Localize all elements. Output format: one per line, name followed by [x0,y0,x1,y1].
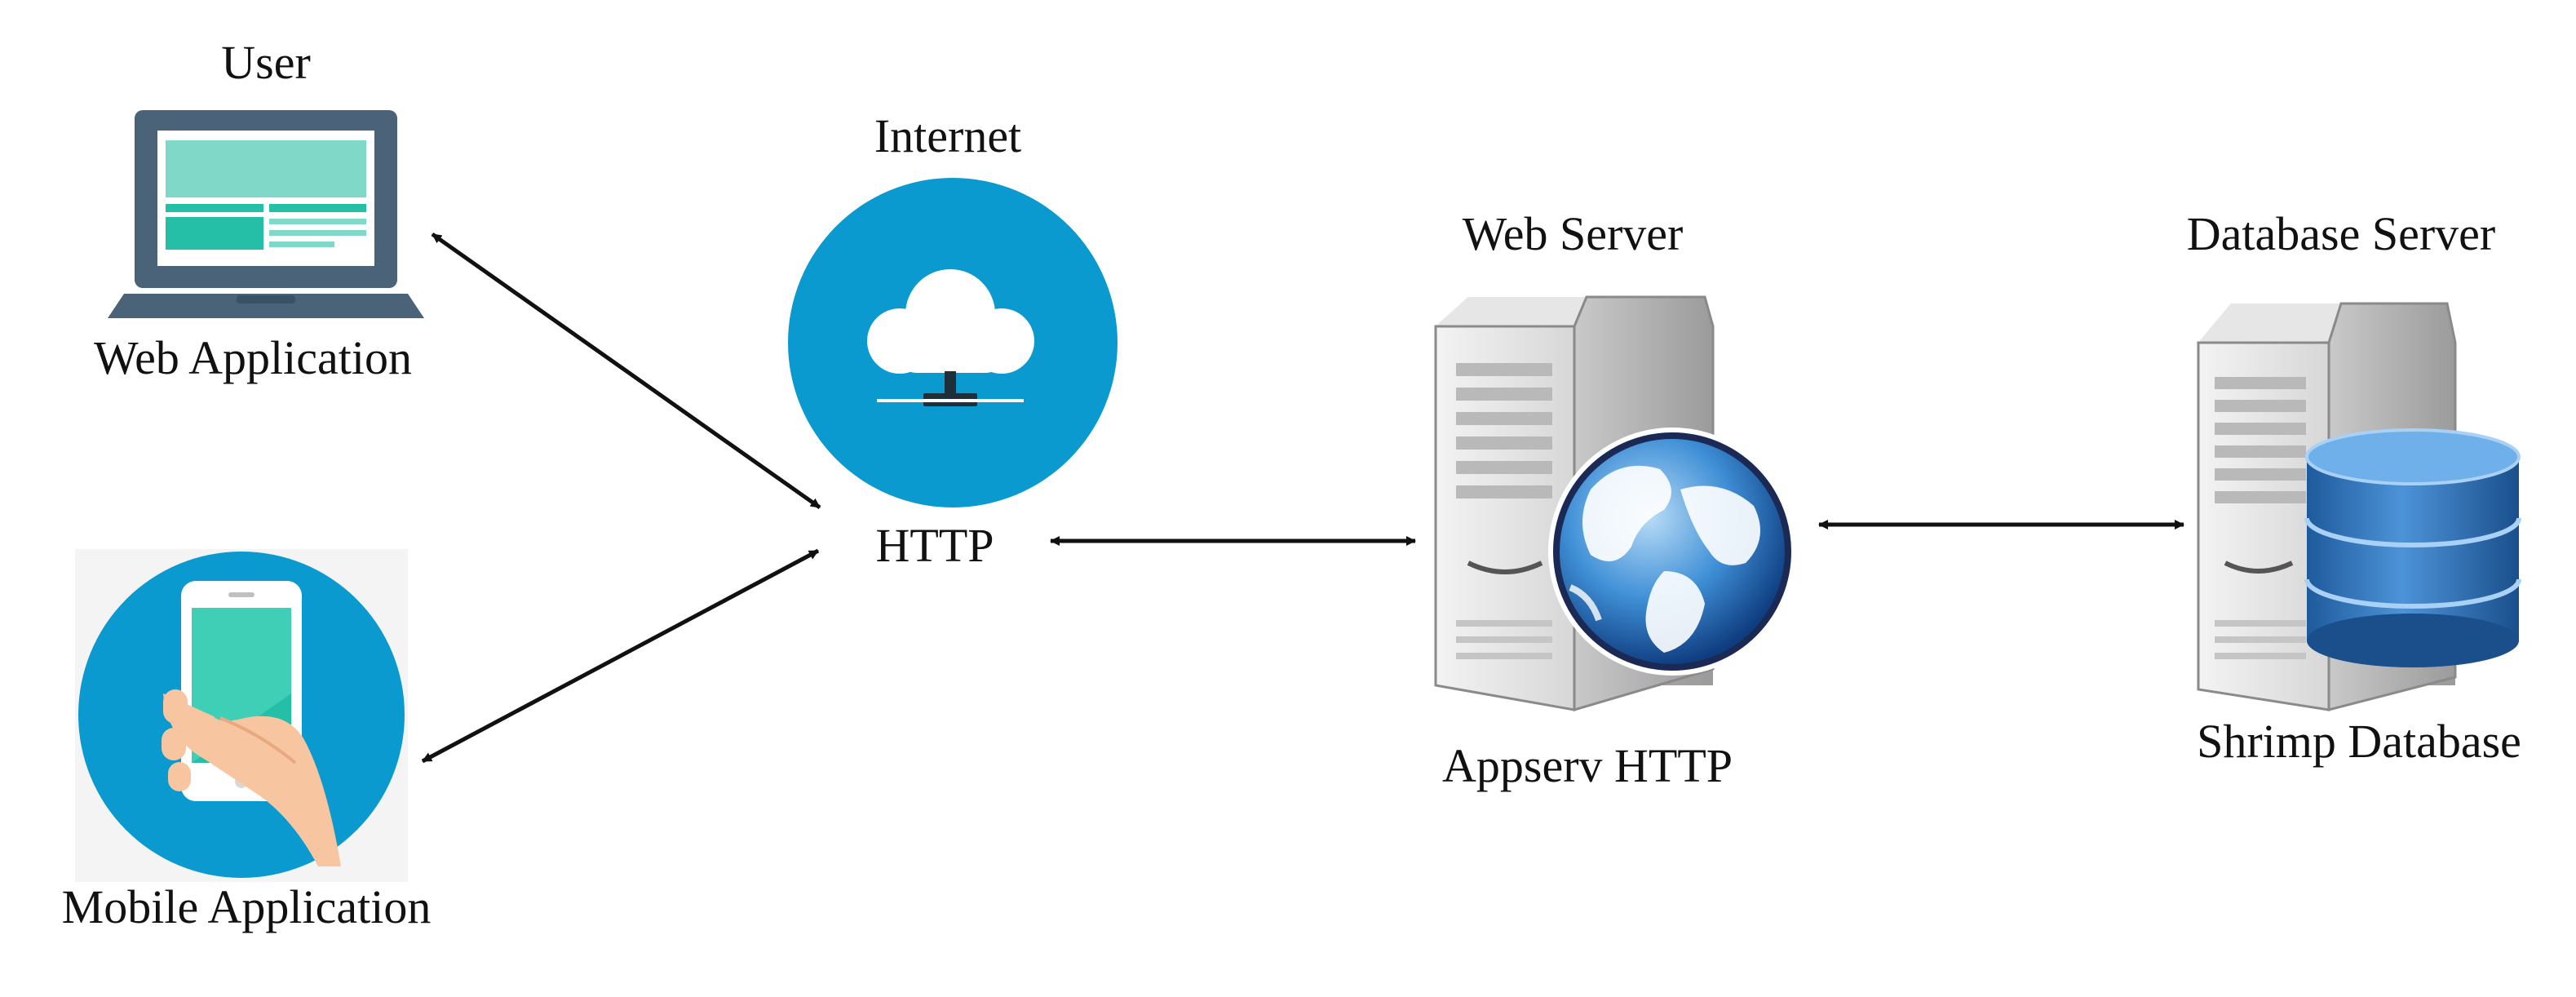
http-label: HTTP [875,519,994,572]
cloud-network-icon [788,178,1118,507]
database-server-label: Database Server [2186,207,2496,260]
globe-icon [1548,428,1796,676]
database-cylinder-icon [2304,428,2521,667]
arrow-laptop-http [431,232,821,510]
web-application-label: Web Application [94,331,412,384]
web-server-label: Web Server [1462,207,1684,260]
smartphone-in-hand-icon [75,549,408,882]
mobile-application-label: Mobile Application [61,880,432,933]
user-label: User [221,36,311,89]
internet-label: Internet [874,109,1022,162]
shrimp-database-label: Shrimp Database [2197,715,2521,768]
arrow-phone-http [421,548,820,764]
appserv-http-label: Appserv HTTP [1441,739,1733,792]
laptop-icon [108,110,424,318]
